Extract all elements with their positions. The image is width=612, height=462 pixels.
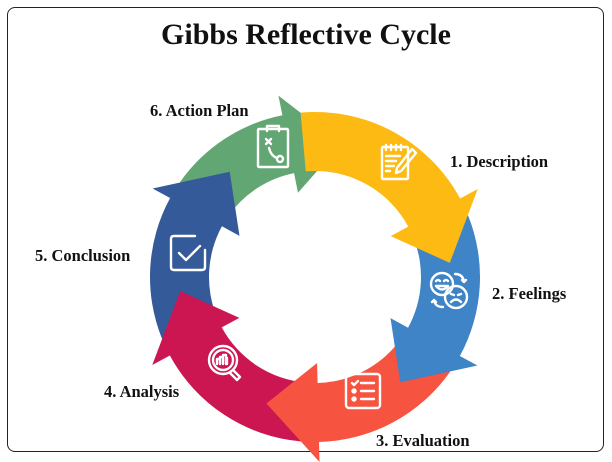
diagram-title: Gibbs Reflective Cycle (161, 18, 451, 51)
stage-label-evaluation: 3. Evaluation (376, 431, 470, 450)
emotions-faces-icon (429, 271, 469, 310)
checkbox-icon (169, 234, 207, 272)
stage-label-analysis: 4. Analysis (104, 382, 180, 401)
clipboard-plan-icon (256, 124, 290, 169)
stage-label-action-plan: 6. Action Plan (150, 101, 249, 120)
checklist-icon (344, 372, 382, 410)
magnifier-chart-icon (207, 344, 242, 382)
stage-label-feelings: 2. Feelings (492, 284, 567, 303)
stage-label-conclusion: 5. Conclusion (35, 246, 131, 265)
notepad-pencil-icon (380, 143, 418, 181)
arrow-conclusion (150, 171, 240, 339)
stage-label-description: 1. Description (450, 152, 549, 171)
arrow-description (300, 112, 478, 263)
arrow-feelings (390, 215, 480, 383)
